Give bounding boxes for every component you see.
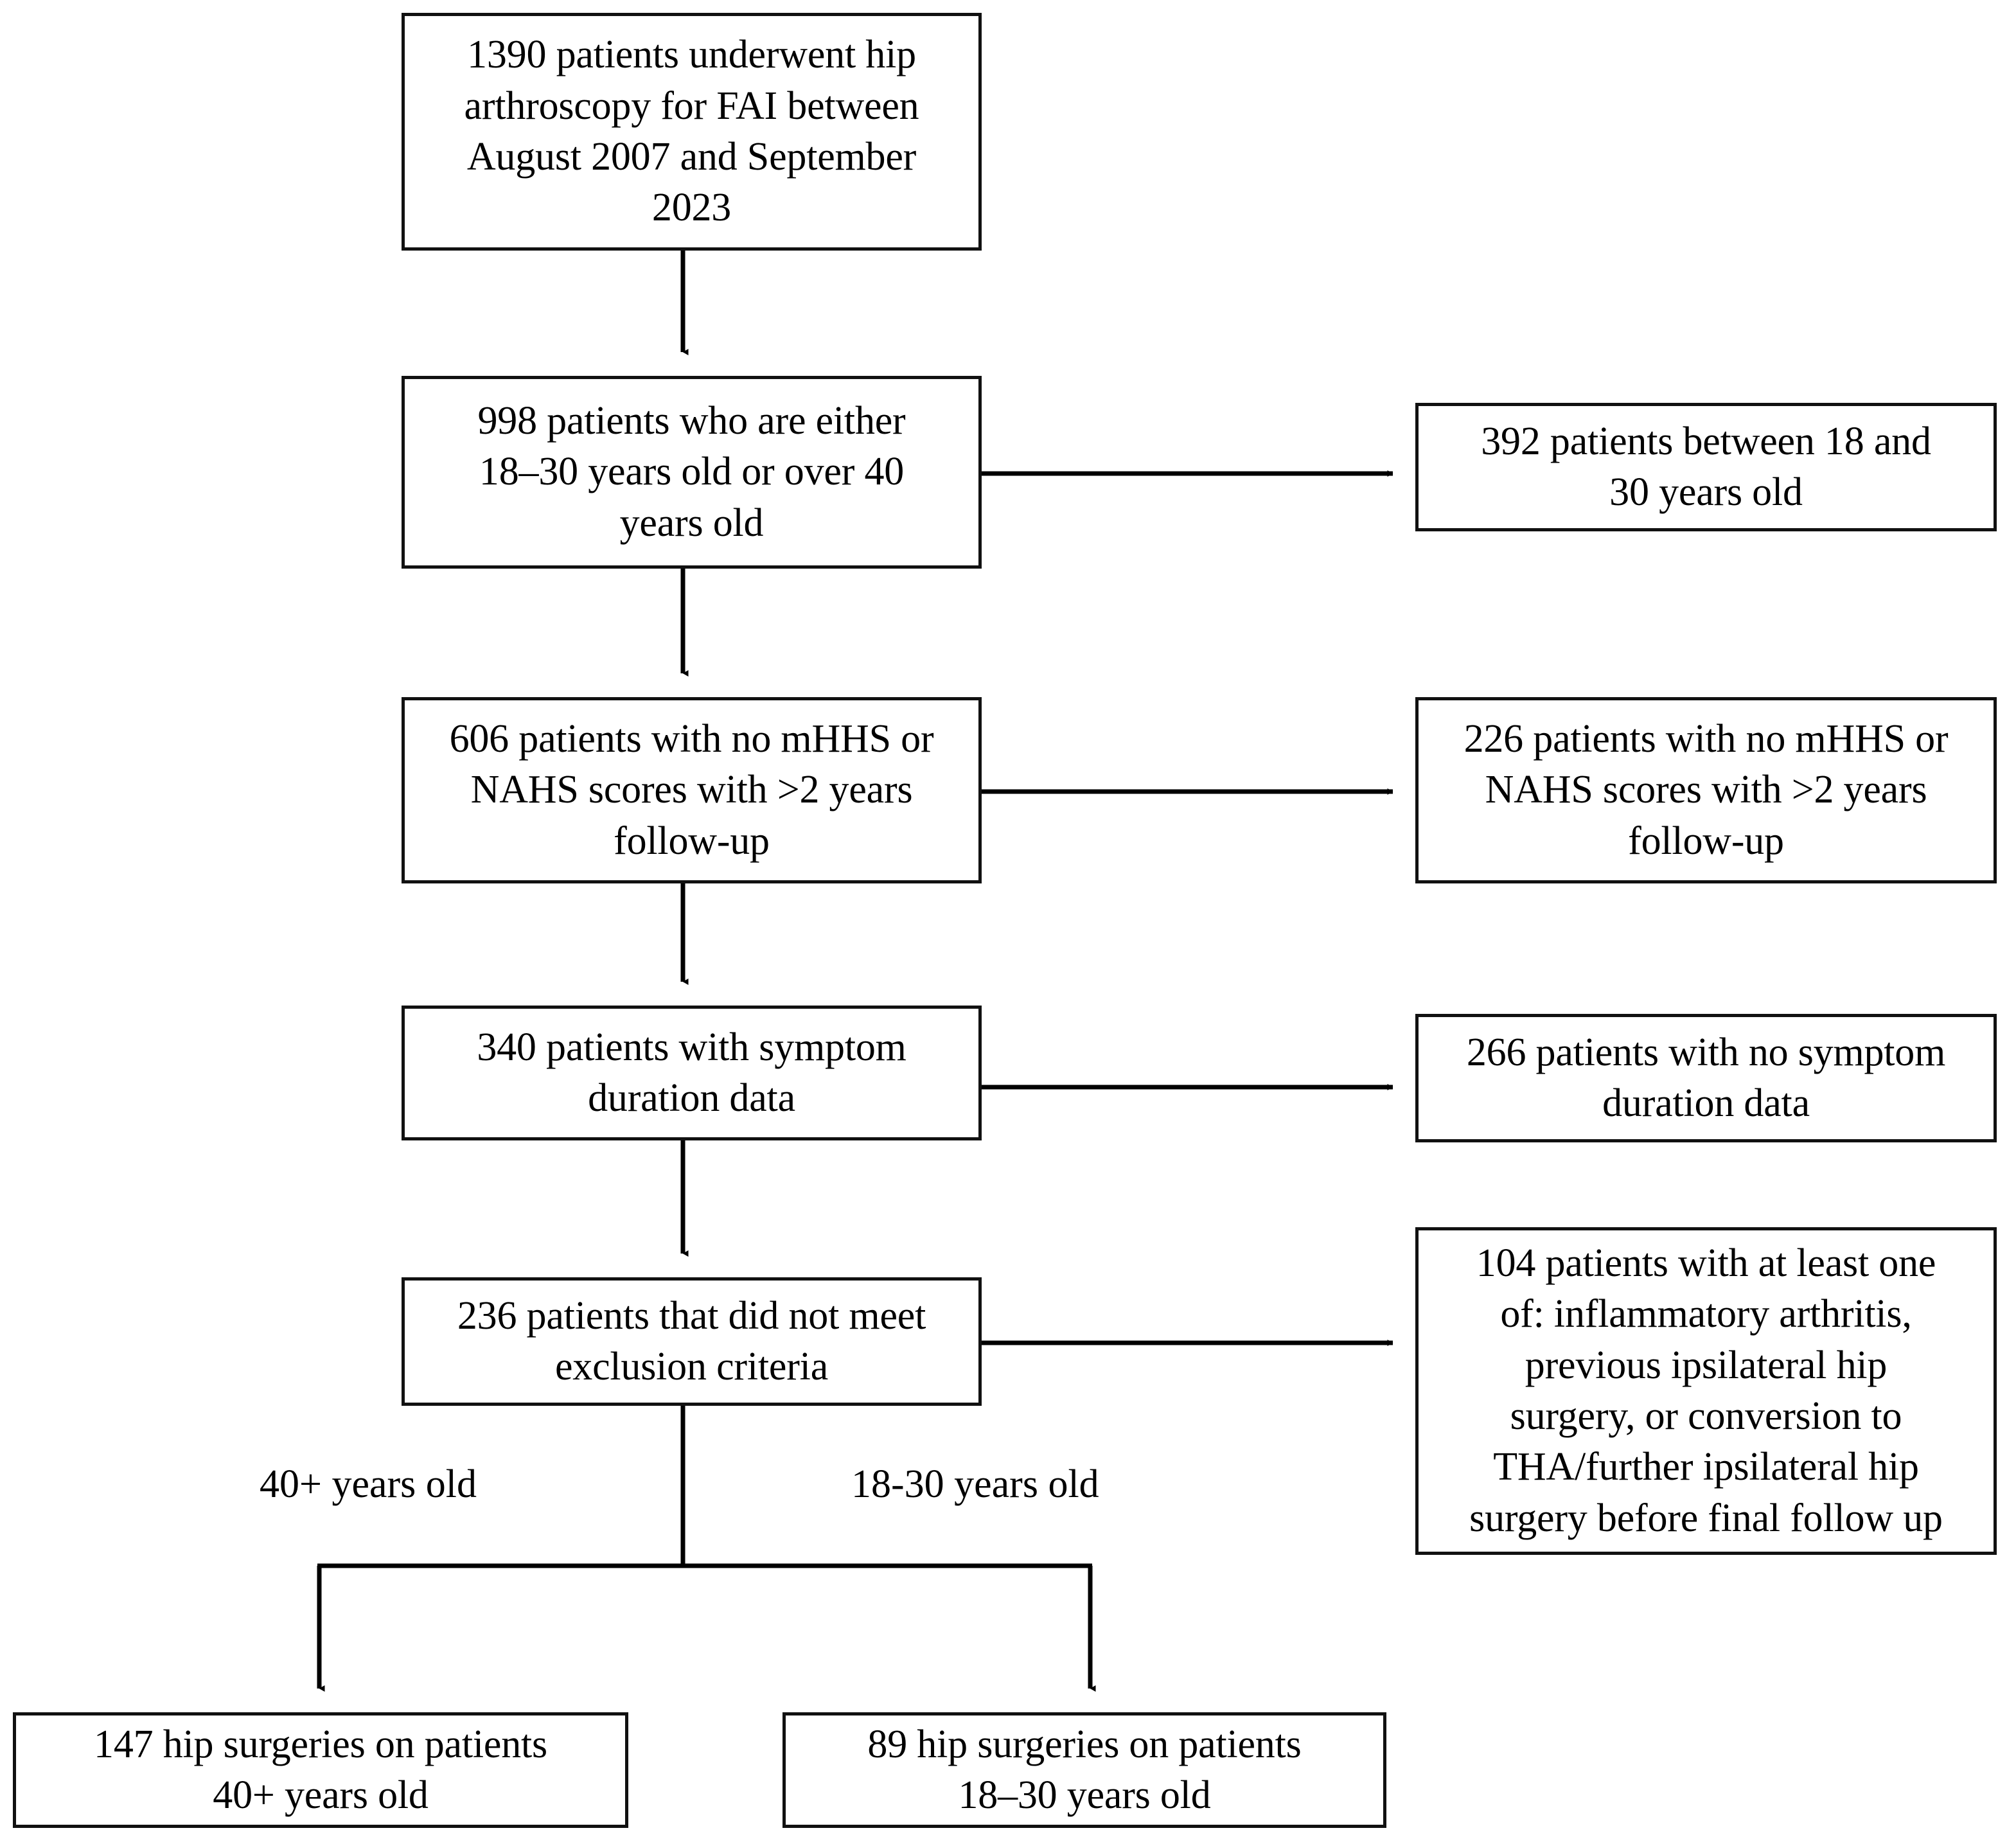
node-symptom-duration-excluded-text: 266 patients with no symptom duration da… [1466, 1030, 1946, 1125]
node-symptom-duration-excluded: 266 patients with no symptom duration da… [1415, 1014, 1997, 1142]
node-age-excluded-text: 392 patients between 18 and 30 years old [1481, 419, 1931, 514]
connector-split-to-final-cohorts [317, 1406, 1096, 1692]
edge-label-right-branch: 18-30 years old [851, 1462, 1099, 1506]
node-final-cohort-younger: 89 hip surgeries on patients 18–30 years… [783, 1712, 1386, 1828]
node-no-scores-included: 606 patients with no mHHS or NAHS scores… [402, 697, 982, 883]
node-final-cohort-younger-text: 89 hip surgeries on patients 18–30 years… [867, 1722, 1302, 1817]
node-symptom-duration-included-text: 340 patients with symptom duration data [477, 1025, 906, 1120]
node-age-eligible-text: 998 patients who are either 18–30 years … [477, 398, 906, 545]
node-exclusion-criteria-included: 236 patients that did not meet exclusion… [402, 1277, 982, 1406]
node-exclusion-criteria-included-text: 236 patients that did not meet exclusion… [457, 1293, 926, 1388]
node-final-cohort-older: 147 hip surgeries on patients 40+ years … [13, 1712, 628, 1828]
node-no-scores-excluded: 226 patients with no mHHS or NAHS scores… [1415, 697, 1997, 883]
node-age-excluded: 392 patients between 18 and 30 years old [1415, 403, 1997, 531]
node-exclusion-criteria-excluded: 104 patients with at least one of: infla… [1415, 1227, 1997, 1555]
node-total-cohort: 1390 patients underwent hip arthroscopy … [402, 13, 982, 251]
edge-label-left-branch: 40+ years old [260, 1462, 477, 1506]
node-age-eligible: 998 patients who are either 18–30 years … [402, 376, 982, 569]
node-symptom-duration-included: 340 patients with symptom duration data [402, 1006, 982, 1140]
node-total-cohort-text: 1390 patients underwent hip arthroscopy … [464, 33, 919, 230]
node-final-cohort-older-text: 147 hip surgeries on patients 40+ years … [94, 1722, 547, 1817]
node-exclusion-criteria-excluded-text: 104 patients with at least one of: infla… [1469, 1241, 1943, 1540]
node-no-scores-excluded-text: 226 patients with no mHHS or NAHS scores… [1463, 716, 1949, 863]
node-no-scores-included-text: 606 patients with no mHHS or NAHS scores… [449, 716, 934, 863]
